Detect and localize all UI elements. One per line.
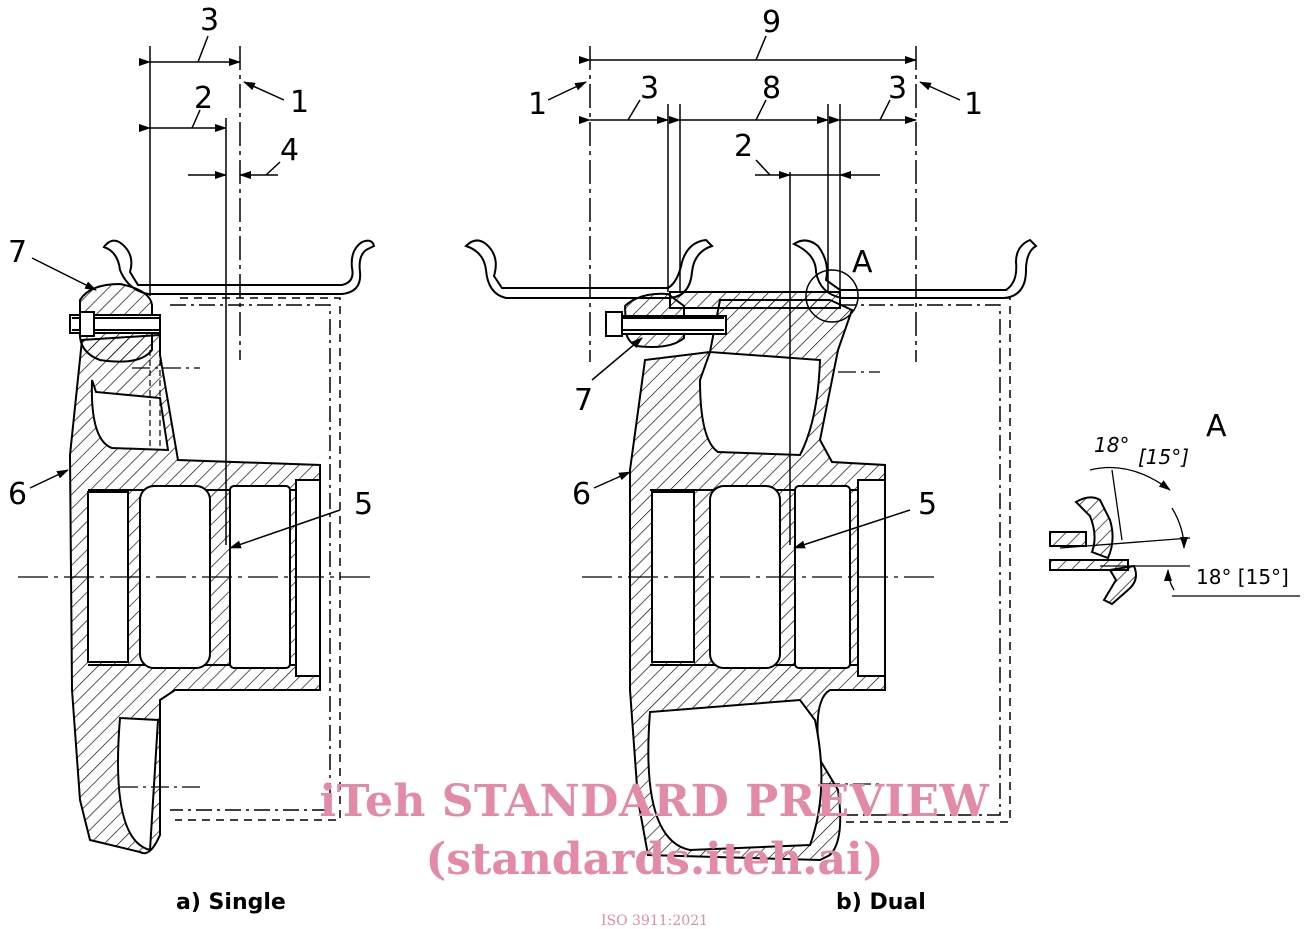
- label-2-single: 2: [194, 81, 213, 116]
- label-7-single: 7: [8, 235, 27, 270]
- label-2-dual: 2: [734, 129, 753, 164]
- dual-rim-outer: [464, 238, 714, 299]
- label-1-dual-left: 1: [528, 87, 547, 122]
- label-3-single: 3: [200, 3, 219, 38]
- detail-angle-top-alt: [15°]: [1138, 445, 1189, 469]
- label-7-dual: 7: [574, 383, 593, 418]
- label-6-dual: 6: [572, 477, 591, 512]
- detail-a: [1049, 466, 1300, 606]
- single-rim: [102, 239, 376, 295]
- label-5-single: 5: [354, 487, 373, 522]
- label-8-dual: 8: [762, 71, 781, 106]
- detail-angle-top: 18°: [1094, 433, 1129, 457]
- label-1-dual-right: 1: [964, 87, 983, 122]
- label-6-single: 6: [8, 477, 27, 512]
- caption-dual: b) Dual: [836, 890, 926, 915]
- label-1-single: 1: [290, 85, 309, 120]
- caption-single: a) Single: [176, 890, 286, 915]
- label-3-dual-right: 3: [888, 71, 907, 106]
- label-9-dual: 9: [762, 5, 781, 40]
- watermark-line3: ISO 3911:2021: [600, 913, 709, 929]
- label-5-dual: 5: [918, 487, 937, 522]
- label-3-dual-left: 3: [640, 71, 659, 106]
- single-assembly: [18, 35, 376, 855]
- label-a-dual: A: [852, 245, 873, 280]
- dual-rim-inner: [791, 238, 1038, 299]
- label-4-single: 4: [280, 133, 299, 168]
- detail-a-title: A: [1206, 409, 1227, 444]
- dual-assembly: [464, 35, 1038, 862]
- detail-angle-right: 18° [15°]: [1196, 565, 1289, 589]
